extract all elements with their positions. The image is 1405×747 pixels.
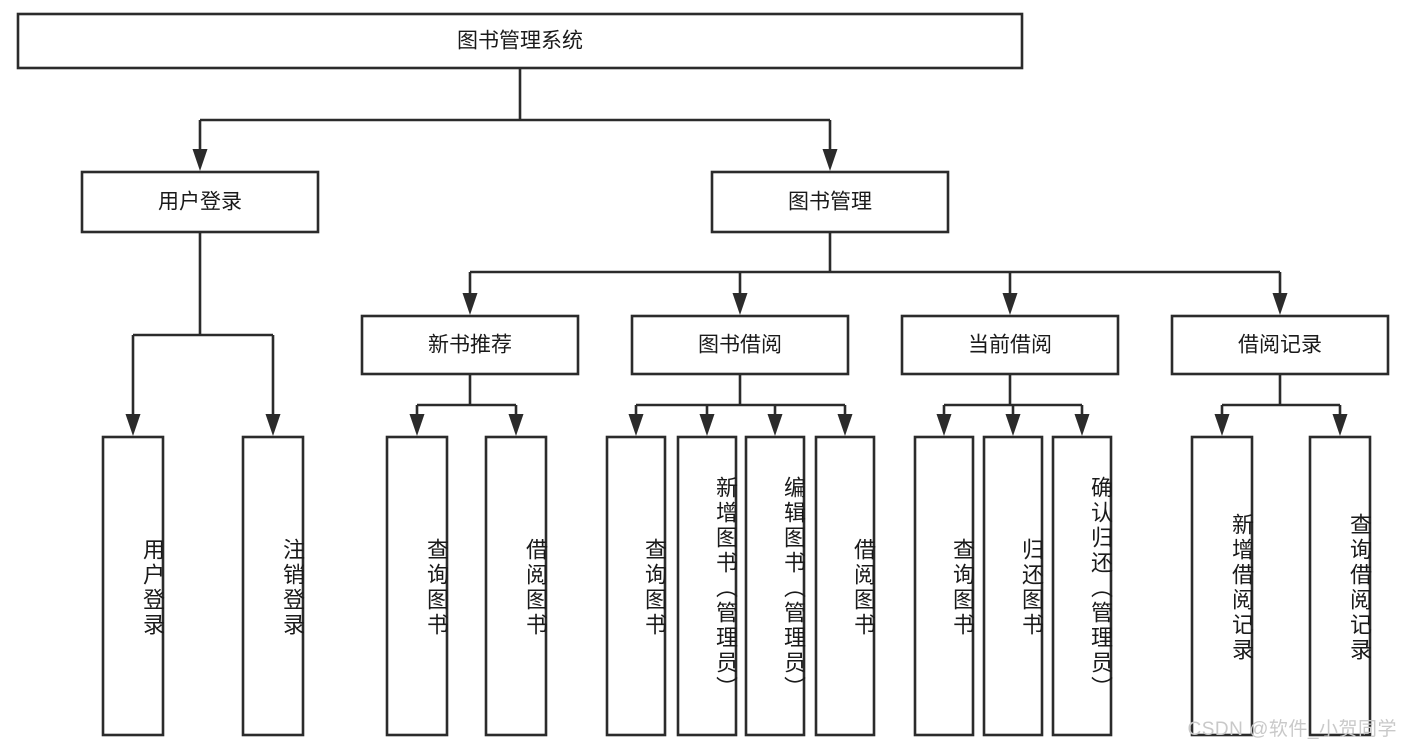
connector-book-borrow bbox=[628, 374, 853, 436]
node-leaf-edit-book[interactable] bbox=[744, 435, 806, 737]
node-leaf-user-login[interactable] bbox=[101, 435, 165, 737]
node-root-label: 图书管理系统 bbox=[457, 30, 583, 53]
node-book-manage-rect[interactable] bbox=[710, 170, 950, 234]
node-borrow-record-rect[interactable] bbox=[1170, 314, 1390, 376]
node-leaf-query-book-2[interactable] bbox=[605, 435, 667, 737]
connector-borrow-record bbox=[1214, 374, 1348, 436]
arrow-head-icon bbox=[936, 414, 952, 436]
node-new-book-rec-label: 新书推荐 bbox=[428, 334, 512, 357]
node-book-borrow[interactable] bbox=[630, 314, 850, 376]
arrow-head-icon bbox=[767, 414, 783, 436]
node-leaf-add-book-rect[interactable] bbox=[676, 435, 738, 737]
arrow-head-icon bbox=[192, 149, 208, 171]
node-current-borrow[interactable] bbox=[900, 314, 1120, 376]
node-root-rect[interactable] bbox=[16, 12, 1024, 70]
node-book-manage-label: 图书管理 bbox=[788, 191, 872, 214]
connectors-layer bbox=[125, 68, 1348, 436]
arrow-head-icon bbox=[822, 149, 838, 171]
node-leaf-query-book-3[interactable] bbox=[913, 435, 975, 737]
node-leaf-edit-book-rect[interactable] bbox=[744, 435, 806, 737]
connector-current-borrow bbox=[936, 374, 1090, 436]
node-leaf-user-login-rect[interactable] bbox=[101, 435, 165, 737]
arrow-head-icon bbox=[699, 414, 715, 436]
arrow-head-icon bbox=[265, 414, 281, 436]
arrow-head-icon bbox=[1332, 414, 1348, 436]
node-book-manage[interactable] bbox=[710, 170, 950, 234]
node-leaf-return-book[interactable] bbox=[982, 435, 1044, 737]
node-user-login-label: 用户登录 bbox=[158, 191, 242, 214]
node-current-borrow-label: 当前借阅 bbox=[968, 334, 1052, 357]
node-leaf-query-book-1[interactable] bbox=[385, 435, 449, 737]
node-book-borrow-label: 图书借阅 bbox=[698, 334, 782, 357]
node-user-login-rect[interactable] bbox=[80, 170, 320, 234]
node-current-borrow-rect[interactable] bbox=[900, 314, 1120, 376]
connector-book-manage bbox=[462, 232, 1288, 315]
arrow-head-icon bbox=[409, 414, 425, 436]
node-leaf-query-book-1-rect[interactable] bbox=[385, 435, 449, 737]
node-leaf-confirm-return[interactable] bbox=[1051, 435, 1113, 737]
node-leaf-user-logout-rect[interactable] bbox=[241, 435, 305, 737]
node-leaf-return-book-rect[interactable] bbox=[982, 435, 1044, 737]
node-leaf-query-record[interactable] bbox=[1308, 435, 1372, 737]
node-leaf-query-record-rect[interactable] bbox=[1308, 435, 1372, 737]
node-new-book-rec[interactable] bbox=[360, 314, 580, 376]
node-book-borrow-rect[interactable] bbox=[630, 314, 850, 376]
arrow-head-icon bbox=[125, 414, 141, 436]
arrow-head-icon bbox=[1214, 414, 1230, 436]
node-leaf-borrow-book-2[interactable] bbox=[814, 435, 876, 737]
arrow-head-icon bbox=[1272, 293, 1288, 315]
node-new-book-rec-rect[interactable] bbox=[360, 314, 580, 376]
node-user-login[interactable] bbox=[80, 170, 320, 234]
arrow-head-icon bbox=[1074, 414, 1090, 436]
node-leaf-query-book-2-rect[interactable] bbox=[605, 435, 667, 737]
node-leaf-add-record[interactable] bbox=[1190, 435, 1254, 737]
node-leaf-add-book[interactable] bbox=[676, 435, 738, 737]
node-leaf-confirm-return-rect[interactable] bbox=[1051, 435, 1113, 737]
connector-root bbox=[192, 68, 838, 171]
arrow-head-icon bbox=[628, 414, 644, 436]
arrow-head-icon bbox=[508, 414, 524, 436]
node-borrow-record-label: 借阅记录 bbox=[1238, 334, 1322, 357]
node-root[interactable] bbox=[16, 12, 1024, 70]
node-leaf-borrow-book-1[interactable] bbox=[484, 435, 548, 737]
arrow-head-icon bbox=[837, 414, 853, 436]
csdn-watermark: CSDN @软件_小贺同学 bbox=[1187, 719, 1397, 740]
connector-new-book-rec bbox=[409, 374, 524, 436]
node-leaf-borrow-book-1-rect[interactable] bbox=[484, 435, 548, 737]
connector-user-login bbox=[125, 232, 281, 436]
node-borrow-record[interactable] bbox=[1170, 314, 1390, 376]
node-leaf-borrow-book-2-rect[interactable] bbox=[814, 435, 876, 737]
node-leaf-user-logout[interactable] bbox=[241, 435, 305, 737]
arrow-head-icon bbox=[1005, 414, 1021, 436]
arrow-head-icon bbox=[732, 293, 748, 315]
arrow-head-icon bbox=[1002, 293, 1018, 315]
node-leaf-query-book-3-rect[interactable] bbox=[913, 435, 975, 737]
arrow-head-icon bbox=[462, 293, 478, 315]
node-leaf-add-record-rect[interactable] bbox=[1190, 435, 1254, 737]
